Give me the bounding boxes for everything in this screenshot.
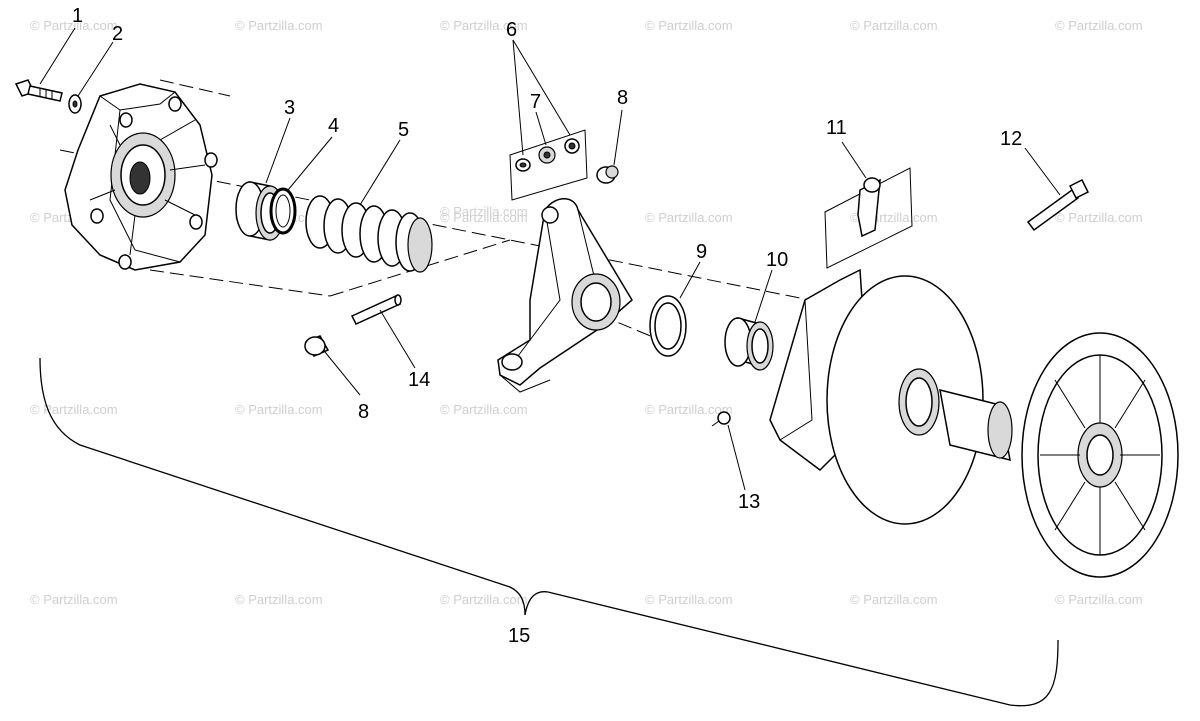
- callout-11: 11: [826, 117, 847, 139]
- watermark: © Partzilla.com: [30, 18, 118, 33]
- watermark: © Partzilla.com: [440, 204, 528, 219]
- watermark: © Partzilla.com: [235, 402, 323, 417]
- watermark: © Partzilla.com: [440, 402, 528, 417]
- spider-arm: [497, 198, 633, 393]
- watermark: © Partzilla.com: [30, 402, 118, 417]
- watermark: © Partzilla.com: [440, 210, 528, 225]
- callout-15: 15: [508, 625, 530, 647]
- watermark: © Partzilla.com: [235, 592, 323, 607]
- part-8-roller-upper: [596, 165, 619, 184]
- part-6-7-washers: [509, 129, 588, 201]
- callout-13: 13: [738, 491, 760, 513]
- part-4-ring: [269, 187, 297, 235]
- callout-1: 1: [72, 5, 83, 27]
- cover-bolt-holes: [90, 96, 218, 270]
- callout-2: 2: [112, 23, 123, 45]
- part-10-bushing: [724, 317, 774, 371]
- watermark: © Partzilla.com: [235, 18, 323, 33]
- part-1-bolt: [14, 79, 63, 102]
- callout-7: 7: [530, 91, 541, 113]
- part-8-roller-lower: [304, 335, 330, 357]
- watermark: © Partzilla.com: [850, 592, 938, 607]
- callout-8-upper: 8: [617, 87, 628, 109]
- watermark: © Partzilla.com: [1055, 18, 1143, 33]
- watermark: © Partzilla.com: [30, 592, 118, 607]
- part-9-washer: [649, 295, 687, 357]
- watermark: © Partzilla.com: [440, 18, 528, 33]
- part-5-spring: [305, 195, 433, 273]
- callout-5: 5: [398, 119, 409, 141]
- watermark: © Partzilla.com: [850, 18, 938, 33]
- callout-3: 3: [284, 97, 295, 119]
- callout-10: 10: [766, 249, 788, 271]
- leader-lines: [39, 27, 1061, 491]
- callout-6: 6: [506, 19, 517, 41]
- part-14-pin: [350, 294, 402, 325]
- watermark: © Partzilla.com: [1055, 210, 1143, 225]
- part-11-clip: [824, 167, 913, 269]
- callout-8-lower: 8: [358, 401, 369, 423]
- moveable-sheave: [769, 268, 984, 525]
- watermark: © Partzilla.com: [645, 18, 733, 33]
- callout-9: 9: [696, 241, 707, 263]
- watermark: © Partzilla.com: [645, 402, 733, 417]
- part-2-washer: [68, 94, 82, 114]
- watermark: © Partzilla.com: [645, 592, 733, 607]
- callout-labels: 1 2 3 4 5 6 7 8 9 10 11 12 14 8 13 15: [72, 5, 1022, 647]
- part-13-nut: [711, 411, 731, 427]
- callout-4: 4: [328, 115, 339, 137]
- cover-plate: [64, 83, 218, 271]
- part-12-bolt: [1026, 178, 1090, 232]
- callout-14: 14: [408, 369, 430, 391]
- watermark-layer: © Partzilla.com © Partzilla.com © Partzi…: [30, 18, 1143, 607]
- watermark: © Partzilla.com: [645, 210, 733, 225]
- bracket-15: [39, 357, 1059, 707]
- watermark: © Partzilla.com: [1055, 592, 1143, 607]
- fixed-sheave: [939, 332, 1179, 578]
- watermark: © Partzilla.com: [440, 592, 528, 607]
- callout-12: 12: [1000, 128, 1022, 150]
